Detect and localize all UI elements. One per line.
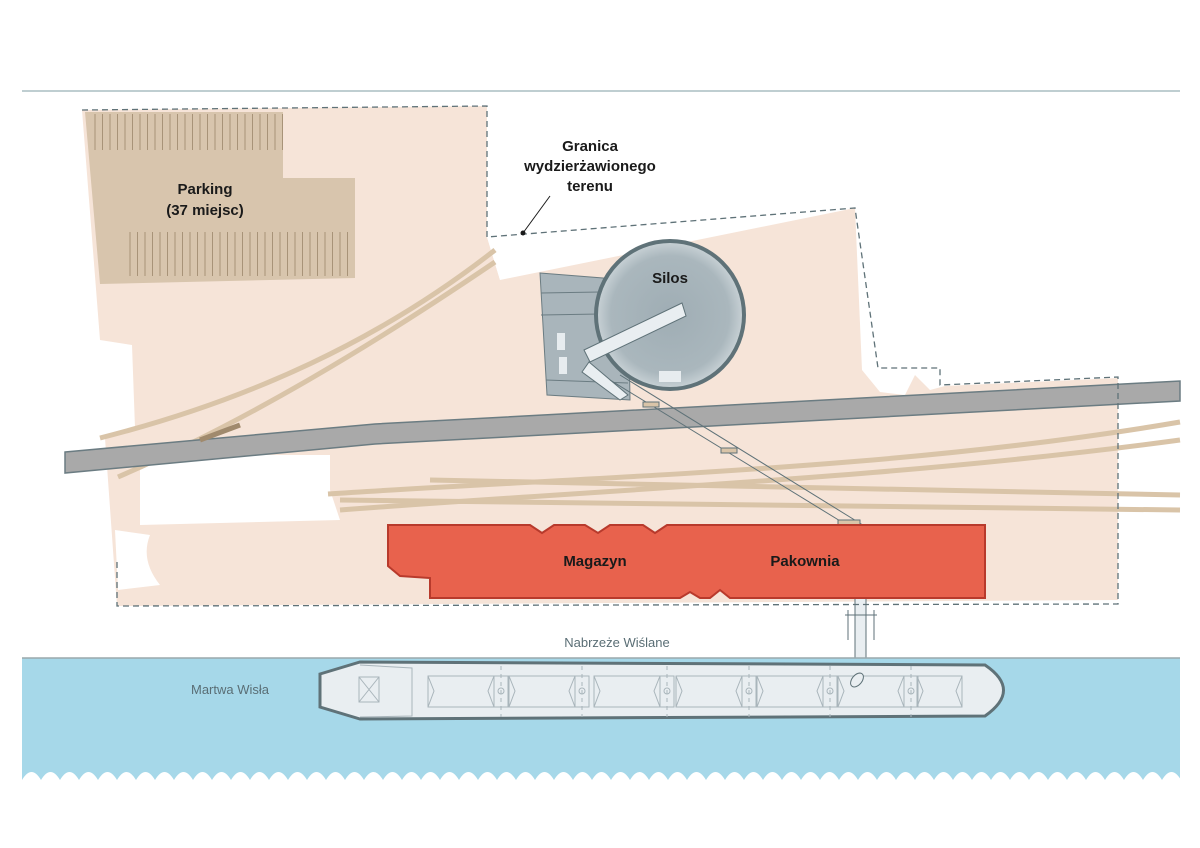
site-notch (487, 232, 520, 280)
site-notch (115, 530, 160, 590)
boundary-leader-line (522, 195, 551, 234)
leased-boundary (81, 105, 1119, 607)
rail-crossing (199, 422, 241, 443)
warehouse-label: Magazyn (563, 553, 626, 570)
hold-hatch-mark (916, 675, 963, 708)
hold-hatch-mark (508, 675, 576, 708)
boundary-label-line2: wydzierżawionego (523, 158, 656, 175)
silo-label: Silos (652, 270, 688, 287)
parking-label: Parking (177, 181, 232, 198)
parking-capacity-label: (37 miejsc) (166, 202, 244, 219)
road (64, 380, 1181, 474)
boundary-label-line3: terenu (567, 178, 613, 195)
barge (318, 660, 1005, 721)
quay-label: Nabrzeże Wiślane (564, 635, 670, 650)
silo-hatch (659, 371, 681, 382)
site-notch (140, 455, 340, 525)
packing-label: Pakownia (770, 553, 840, 570)
hold-hatch-mark (675, 675, 743, 708)
hold-hatch-mark (427, 675, 495, 708)
warehouse (387, 524, 986, 599)
boundary-label-line1: Granica (562, 138, 619, 155)
hold-hatch-mark (593, 675, 661, 708)
hold-hatch-mark (756, 675, 824, 708)
cargo-hold (916, 675, 963, 708)
wave (22, 772, 1181, 790)
river-waves (22, 772, 1181, 790)
hold-hatch-mark (837, 675, 905, 708)
river-label: Martwa Wisła (191, 682, 270, 697)
parking-area (85, 112, 355, 284)
boundary-leader-dot (520, 230, 526, 236)
